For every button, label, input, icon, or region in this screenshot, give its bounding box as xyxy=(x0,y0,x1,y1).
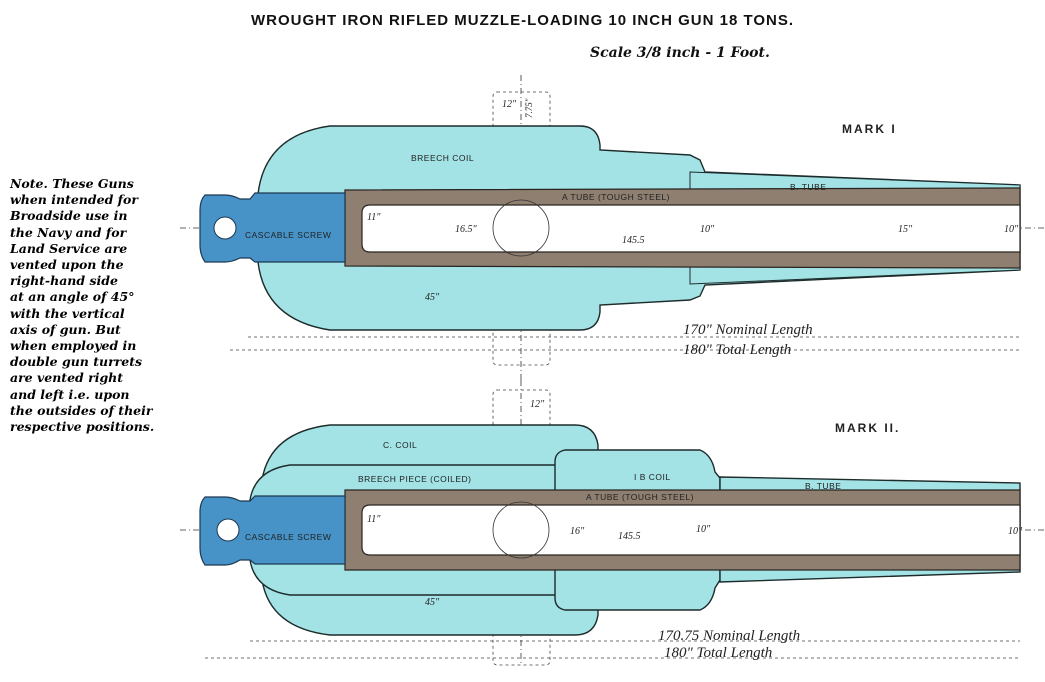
bore xyxy=(361,504,1021,556)
dim-breech: 16" xyxy=(570,526,585,537)
dim-bore-length: 145.5 xyxy=(618,531,641,542)
breech-piece-label: BREECH PIECE (COILED) xyxy=(358,474,471,484)
note-line: axis of gun. But xyxy=(10,321,121,337)
total-length: 180" Total Length xyxy=(664,645,772,661)
note-line: double gun turrets xyxy=(10,354,143,370)
trunnion-top xyxy=(492,91,551,133)
cascable-eye xyxy=(213,216,237,240)
note-line: the outsides of their xyxy=(10,402,153,418)
note-line: vented upon the xyxy=(10,257,124,273)
dim-bore: 10" xyxy=(700,224,715,235)
diagram-title: WROUGHT IRON RIFLED MUZZLE-LOADING 10 IN… xyxy=(250,12,795,29)
c-coil-label: C. COIL xyxy=(383,440,417,450)
trunnion-circle xyxy=(492,199,550,257)
a-tube-label: A TUBE (TOUGH STEEL) xyxy=(562,192,670,202)
mark-1-drawing: MARK I BREECH COIL A TUBE (TOUGH STEEL) … xyxy=(180,75,1045,380)
dim-outer: 45" xyxy=(425,292,440,303)
a-tube-label: A TUBE (TOUGH STEEL) xyxy=(586,492,694,502)
dim-trunnion: 12" xyxy=(530,399,545,410)
scale-note: Scale 3/8 inch - 1 Foot. xyxy=(590,45,770,61)
mark-2-drawing: MARK II. C. COIL BREECH PIECE (COILED) I… xyxy=(180,380,1045,666)
total-length: 180" Total Length xyxy=(683,342,791,358)
cascable-screw xyxy=(199,495,346,566)
dim-muzzle-outer: 15" xyxy=(898,224,913,235)
dim-muzzle: 10" xyxy=(1004,224,1019,235)
note-line: respective positions. xyxy=(10,419,155,435)
cascable-label: CASCABLE SCREW xyxy=(245,230,331,240)
trunnion-bottom xyxy=(492,324,551,366)
dim-trunnion-depth: 7.75" xyxy=(524,98,534,118)
dim-muzzle: 10" xyxy=(1008,526,1023,537)
dim-chamber: 11" xyxy=(367,212,381,223)
note-line: when employed in xyxy=(10,338,137,354)
nominal-length: 170" Nominal Length xyxy=(683,322,813,338)
dim-trunnion: 12" xyxy=(502,99,517,110)
dim-bore-length: 145.5 xyxy=(622,235,645,246)
note-line: are vented right xyxy=(10,370,124,386)
mark-2-label: MARK II. xyxy=(835,421,900,435)
b-tube-label: B. TUBE xyxy=(805,481,841,491)
ib-coil-label: I B COIL xyxy=(634,472,671,482)
trunnion-top xyxy=(492,389,551,431)
note-line: and left i.e. upon xyxy=(10,386,130,402)
dim-breech: 16.5" xyxy=(455,224,478,235)
b-tube-label: B. TUBE xyxy=(790,182,826,192)
cascable-label: CASCABLE SCREW xyxy=(245,532,331,542)
note-line: with the vertical xyxy=(10,305,125,321)
trunnion-circle xyxy=(492,501,550,559)
cascable-screw xyxy=(199,192,346,263)
cascable-eye xyxy=(216,518,240,542)
breech-coil-label: BREECH COIL xyxy=(411,153,474,163)
dim-chamber: 11" xyxy=(367,514,381,525)
note-line: at an angle of 45° xyxy=(10,289,135,305)
note-line: when intended for xyxy=(10,192,138,208)
dim-outer: 45" xyxy=(425,597,440,608)
note-line: Note. These Guns xyxy=(10,176,134,191)
note-line: Land Service are xyxy=(10,240,128,256)
nominal-length: 170.75 Nominal Length xyxy=(658,628,800,644)
note-line: Broadside use in xyxy=(10,208,128,224)
bore xyxy=(361,204,1021,253)
note-line: right-hand side xyxy=(10,273,118,289)
note-line: the Navy and for xyxy=(10,224,127,240)
dim-bore: 10" xyxy=(696,524,711,535)
mark-1-label: MARK I xyxy=(842,122,897,136)
